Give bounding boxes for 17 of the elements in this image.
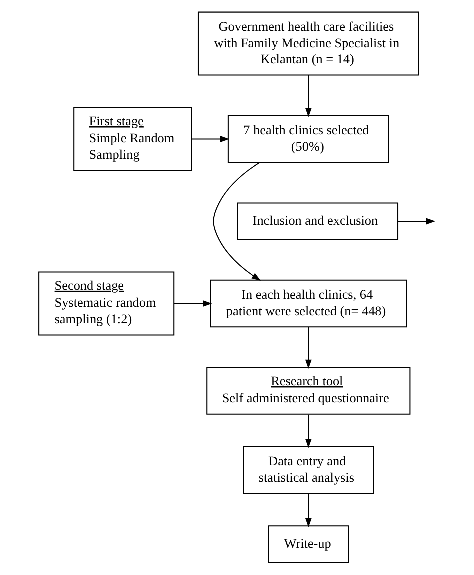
node-box: Research tool Self administered questionnaire	[206, 367, 411, 415]
node-box: In each health clinics, 64 patient were selected (n= 448)	[210, 280, 408, 328]
node-box: Government health care facilities with Family Medicine Specialist in Kelantan (n = 14)	[198, 12, 420, 76]
arrow	[192, 136, 230, 142]
arrow	[305, 327, 312, 370]
arrow	[174, 300, 212, 307]
node-box: Data entry and statistical analysis	[243, 446, 374, 494]
node-box: First stage Simple Random Sampling	[74, 107, 192, 172]
arrow	[398, 218, 436, 225]
node-box: Inclusion and exclusion	[237, 202, 399, 240]
node-box: Write-up	[268, 526, 350, 564]
node-box: 7 health clinics selected (50%)	[228, 115, 390, 164]
arrow	[305, 75, 312, 118]
arrow	[305, 494, 312, 528]
arrow	[213, 162, 262, 281]
arrow	[305, 414, 312, 448]
node-box: Second stage Systematic random sampling (1:2)	[38, 272, 175, 336]
